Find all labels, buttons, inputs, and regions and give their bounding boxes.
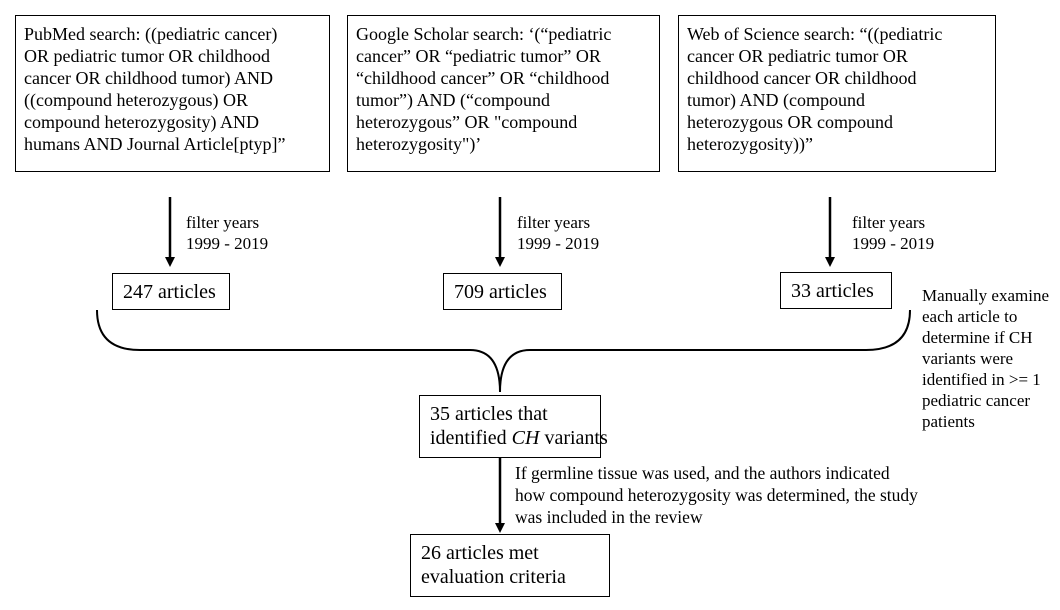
- wos-line-5: heterozygous OR compound: [687, 112, 893, 132]
- wos-count-box: 33 articles: [780, 272, 892, 309]
- ch-box-line-2: identified CH variants: [430, 427, 608, 449]
- scholar-count: 709 articles: [454, 281, 547, 303]
- scholar-line-5: heterozygous” OR "compound: [356, 112, 578, 132]
- filter-label-pubmed: filter years 1999 - 2019: [186, 213, 269, 253]
- filter-label-wos: filter years 1999 - 2019: [852, 213, 935, 253]
- wos-line-2: cancer OR pediatric tumor OR: [687, 46, 908, 66]
- merge-brace: [96, 309, 911, 393]
- pubmed-count: 247 articles: [123, 281, 216, 303]
- scholar-search-box: Google Scholar search: ‘(“pediatric canc…: [347, 15, 660, 172]
- inclusion-criteria-note: If germline tissue was used, and the aut…: [515, 463, 918, 527]
- pubmed-count-box: 247 articles: [112, 273, 230, 310]
- wos-line-4: tumor) AND (compound: [687, 90, 865, 110]
- scholar-line-6: heterozygosity")’: [356, 134, 482, 154]
- wos-line-1: Web of Science search: “((pediatric: [687, 24, 943, 44]
- final-line-2: evaluation criteria: [421, 566, 566, 588]
- ch-box-line-1: 35 articles that: [430, 403, 548, 425]
- scholar-line-2: cancer” OR “pediatric tumor” OR: [356, 46, 601, 66]
- pubmed-line-1: PubMed search: ((pediatric cancer): [24, 24, 278, 44]
- scholar-line-1: Google Scholar search: ‘(“pediatric: [356, 24, 612, 44]
- pubmed-line-3: cancer OR childhood tumor) AND: [24, 68, 273, 88]
- pubmed-search-box: PubMed search: ((pediatric cancer) OR pe…: [15, 15, 330, 172]
- pubmed-line-2: OR pediatric tumor OR childhood: [24, 46, 270, 66]
- final-articles-box: 26 articles met evaluation criteria: [410, 534, 610, 597]
- final-line-1: 26 articles met: [421, 542, 539, 564]
- scholar-line-4: tumor”) AND (“compound: [356, 90, 550, 110]
- manual-examine-note: Manually examine each article to determi…: [922, 286, 1049, 431]
- pubmed-line-5: compound heterozygosity) AND: [24, 112, 259, 132]
- pubmed-line-6: humans AND Journal Article[ptyp]”: [24, 134, 286, 154]
- ch-italic: CH: [511, 427, 540, 449]
- pubmed-line-4: ((compound heterozygous) OR: [24, 90, 248, 110]
- scholar-count-box: 709 articles: [443, 273, 562, 310]
- ch-variants-box: 35 articles that identified CH variants: [419, 395, 608, 458]
- wos-search-box: Web of Science search: “((pediatric canc…: [678, 15, 996, 172]
- wos-line-6: heterozygosity))”: [687, 134, 813, 154]
- wos-line-3: childhood cancer OR childhood: [687, 68, 917, 88]
- filter-label-scholar: filter years 1999 - 2019: [517, 213, 600, 253]
- scholar-line-3: “childhood cancer” OR “childhood: [356, 68, 610, 88]
- wos-count: 33 articles: [791, 280, 874, 302]
